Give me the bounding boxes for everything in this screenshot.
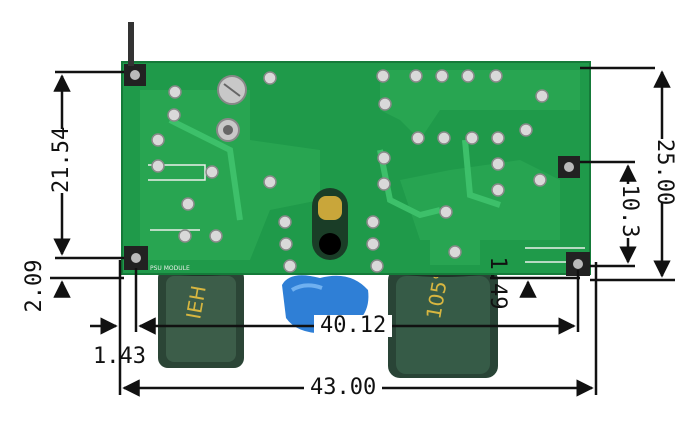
dim-hole-spacing-height-label: 21.54	[49, 126, 74, 193]
dim-overall-height-label: 25.00	[652, 139, 677, 206]
dim-left-offset-label: 1.43	[93, 344, 146, 369]
dim-right-hole-height-label: 10.3	[617, 184, 642, 238]
pcb-board: PSU MODULE	[121, 22, 591, 276]
dim-bottom-offset-left-label: 2.09	[22, 259, 47, 313]
mounting-standoff-right-middle	[558, 156, 580, 178]
svg-text:IEH: IEH	[181, 284, 210, 321]
dim-hole-spacing-width-label: 40.12	[314, 315, 393, 337]
dim-overall-width-label: 43.00	[304, 377, 383, 399]
dim-bottom-offset-right-label: 1.49	[485, 256, 510, 310]
svg-text:PSU MODULE: PSU MODULE	[150, 265, 190, 272]
mounting-standoff-bottom-left	[124, 246, 148, 270]
electrolytic-capacitor-left: IEH	[158, 260, 244, 368]
mounting-standoff-top-left	[124, 22, 146, 86]
